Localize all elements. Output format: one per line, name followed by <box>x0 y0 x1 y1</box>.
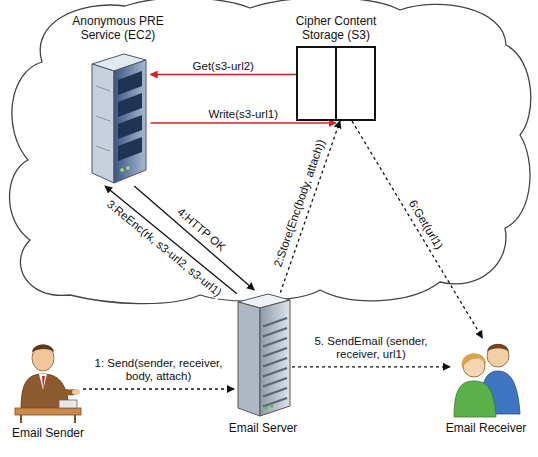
connector-arrow <box>134 186 254 290</box>
connector-arrow <box>292 366 450 367</box>
edge-label: 4:HTTP OK <box>173 204 229 255</box>
email-server-icon <box>234 290 292 418</box>
connector-arrow <box>83 388 234 389</box>
node-label: Anonymous PRE Service (EC2) <box>58 14 178 42</box>
connector-arrow <box>280 121 340 293</box>
edge-label: 1: Send(sender, receiver, body, attach) <box>92 357 226 383</box>
connector-arrow <box>151 74 297 75</box>
email-server: Email Server <box>218 290 308 435</box>
receiver-figure: Email Receiver <box>438 338 534 435</box>
connector-arrow <box>352 121 482 338</box>
storage-box: Cipher Content Storage (S3) <box>276 14 396 121</box>
sender-figure: Email Sender <box>2 338 94 440</box>
edge-label: 6:Get(url1) <box>405 196 447 253</box>
edge-label: 5. SendEmail (sender, receiver, url1) <box>299 335 443 361</box>
ec2-server-icon <box>86 46 151 186</box>
sender-figure-icon <box>13 338 83 423</box>
connector-arrow <box>151 122 337 123</box>
edge-label: Get(s3-url2) <box>191 59 256 72</box>
edge-label: Write(s3-url1) <box>207 108 280 121</box>
receiver-figure-icon <box>450 338 522 418</box>
node-label: Email Sender <box>2 426 94 440</box>
edge-label: 2:Store(Enc(body, attach)) <box>271 136 329 271</box>
node-label: Cipher Content Storage (S3) <box>276 14 396 42</box>
storage-box-icon <box>296 46 376 121</box>
connector-arrow <box>105 186 237 294</box>
cloud-shape <box>10 0 531 304</box>
edge-label: 3:ReEnc(rk, s3-url2, s3-url1) <box>102 196 225 300</box>
node-label: Email Receiver <box>438 421 534 435</box>
node-label: Email Server <box>218 421 308 435</box>
ec2-server: Anonymous PRE Service (EC2) <box>58 14 178 186</box>
